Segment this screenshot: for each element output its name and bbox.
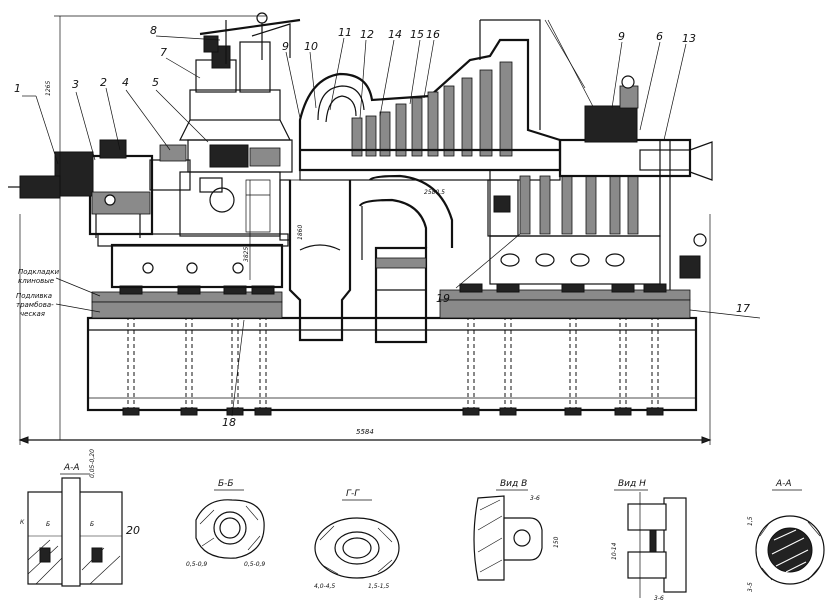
callout-4: 4: [122, 76, 129, 89]
callout-19: 19: [436, 292, 450, 305]
overall-length-dim: 5584: [356, 428, 374, 436]
view-v-title: Вид В: [500, 479, 527, 489]
callout-10: 10: [304, 40, 318, 53]
fill-note-line1: Подливка: [16, 292, 52, 300]
aa-right-top-dim: 1,5: [747, 516, 754, 526]
view-v: Вид В 3-6 150: [473, 479, 560, 581]
view-n: Вид Н 10-14 3-6: [611, 479, 687, 602]
callout-17: 17: [736, 302, 750, 315]
callout-13: 13: [682, 32, 696, 45]
section-aa-right-title: А-А: [775, 479, 792, 489]
callout-11: 11: [338, 26, 352, 39]
callout-15: 15: [410, 28, 424, 41]
view-n-title: Вид Н: [618, 479, 646, 489]
front-pedestal: [97, 171, 289, 289]
main-elevation: 1 3 2 4 5 7 8 9 10 11 12 14 15 16 9 6 13…: [8, 12, 761, 445]
callout-1: 1: [14, 82, 21, 95]
section-bb: Б-Б 0,5-0,9 0,5-0,9: [186, 479, 265, 568]
view-n-side-dim: 10-14: [611, 542, 618, 560]
section-aa-left: А-А 0,05-0,20 К Б Б 20: [20, 449, 140, 587]
callout-5: 5: [152, 76, 159, 89]
dim-b: 3825: [243, 247, 250, 262]
bb-left-dim: 0,5-0,9: [186, 561, 207, 568]
section-bb-title: Б-Б: [218, 479, 234, 489]
callout-20: 20: [126, 524, 140, 537]
section-aa-right: А-А 1,5 3-5: [747, 479, 825, 592]
pads-note-line2: клиновые: [18, 277, 54, 285]
aa-left-gap-dim: 0,05-0,20: [89, 449, 96, 478]
view-v-top-dim: 3-6: [530, 495, 540, 502]
foundation-frame: [86, 295, 698, 416]
turbine-casing: [298, 19, 661, 285]
section-details: А-А 0,05-0,20 К Б Б 20 Б-Б: [20, 449, 825, 602]
dim-a: 1860: [297, 225, 304, 240]
exhaust-pipe: [279, 174, 490, 344]
callout-12: 12: [360, 28, 374, 41]
callout-2: 2: [100, 76, 107, 89]
section-gg-title: Г-Г: [346, 489, 360, 499]
aa-left-b1-label: Б: [46, 521, 50, 528]
callout-9-left: 9: [282, 40, 289, 53]
view-v-side-dim: 150: [553, 536, 560, 548]
elevation-dim: 2580,5: [424, 189, 445, 196]
pads-note-line1: Подкладки: [18, 268, 59, 276]
callout-9-right: 9: [618, 30, 625, 43]
gg-right-dim: 1,5-1,5: [368, 583, 389, 590]
callout-6: 6: [656, 30, 663, 43]
valve-lever: [199, 12, 301, 64]
reference-lines: [18, 15, 712, 445]
aa-left-k-label: К: [20, 519, 25, 526]
view-n-bottom-dim: 3-6: [654, 595, 664, 602]
height-dim: 1265: [45, 81, 52, 96]
callout-numbers: 1 3 2 4 5 7 8 9 10 11 12 14 15 16 9 6 13…: [14, 24, 750, 429]
callout-leaders: [22, 35, 761, 417]
callout-16: 16: [426, 28, 440, 41]
callout-18: 18: [222, 416, 236, 429]
soleplates: [91, 283, 691, 319]
gg-left-dim: 4,0-4,5: [314, 583, 335, 590]
section-aa-left-title: А-А: [63, 463, 80, 473]
steam-chest: [179, 41, 293, 173]
callout-8: 8: [150, 24, 157, 37]
fill-note-line2: трамбова-: [16, 301, 54, 309]
fill-note-line3: ческая: [20, 310, 45, 318]
callout-7: 7: [160, 46, 167, 59]
governor-head: [8, 139, 191, 238]
bb-right-dim: 0,5-0,9: [244, 561, 265, 568]
aa-left-b2-label: Б: [90, 521, 94, 528]
section-gg: Г-Г 4,0-4,5 1,5-1,5: [314, 489, 400, 590]
drawing-notes: Подкладки клиновые Подливка трамбова- че…: [16, 81, 445, 436]
callout-3: 3: [72, 78, 79, 91]
rear-bearing: [558, 75, 713, 290]
callout-14: 14: [388, 28, 402, 41]
aa-right-bottom-dim: 3-5: [747, 582, 754, 592]
